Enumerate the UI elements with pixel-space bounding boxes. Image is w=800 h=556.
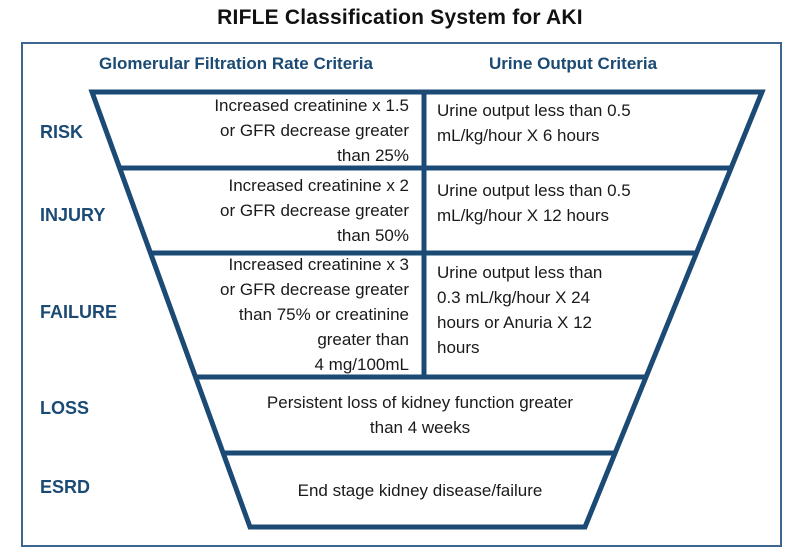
row-label-loss: LOSS [40, 398, 90, 418]
row-label-esrd: ESRD [40, 477, 91, 497]
column-header-urine: Urine Output Criteria [488, 54, 658, 73]
row-label-failure: FAILURE [40, 302, 118, 322]
column-header-gfr: Glomerular Filtration Rate Criteria [99, 54, 373, 73]
row-label-injury: INJURY [40, 205, 106, 225]
cell-esrd: End stage kidney disease/failure [297, 480, 543, 500]
cell-injury-gfr: Increased creatinine x 2 or GFR decrease… [220, 176, 409, 245]
cell-risk-urine: Urine output less than 0.5 mL/kg/hour X … [437, 101, 631, 145]
cell-failure-gfr: Increased creatinine x 3 or GFR decrease… [220, 255, 409, 374]
row-label-risk: RISK [40, 122, 84, 142]
page-title: RIFLE Classification System for AKI [217, 6, 583, 29]
cell-failure-urine: Urine output less than 0.3 mL/kg/hour X … [437, 263, 603, 357]
cell-injury-urine: Urine output less than 0.5 mL/kg/hour X … [437, 181, 631, 225]
cell-loss: Persistent loss of kidney function great… [266, 393, 574, 437]
cell-risk-gfr: Increased creatinine x 1.5 or GFR decrea… [214, 95, 409, 165]
